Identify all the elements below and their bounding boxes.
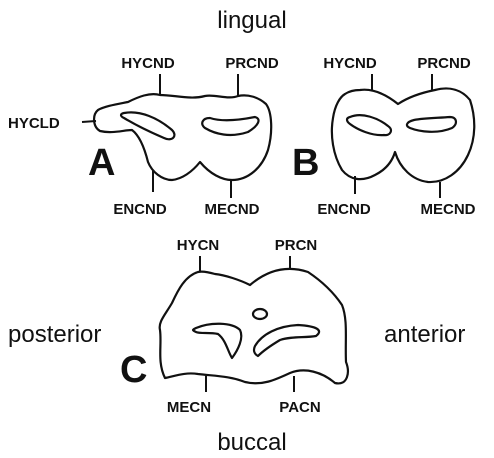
panel-a-fossa-anterior: [202, 117, 258, 135]
panel-a-label-mecnd: MECND: [205, 201, 260, 218]
panel-c-tooth-outline: [160, 269, 348, 383]
panel-a: HYCND PRCND HYCLD ENCND MECND A: [8, 55, 279, 218]
direction-anterior: anterior: [384, 321, 465, 348]
panel-c-label-hycn: HYCN: [177, 237, 220, 254]
direction-posterior: posterior: [8, 321, 101, 348]
panel-c-label-prcn: PRCN: [275, 237, 318, 254]
panel-c-fovea: [253, 309, 267, 319]
panel-b-label-hycnd: HYCND: [323, 55, 377, 72]
panel-a-tooth-outline: [94, 94, 271, 180]
panel-c-label-pacn: PACN: [279, 399, 320, 416]
panel-a-fossa-posterior: [121, 112, 174, 139]
panel-b-letter: B: [292, 142, 319, 184]
panel-c-fossa-posterior: [193, 324, 241, 358]
panel-a-label-hycld: HYCLD: [8, 115, 60, 132]
panel-b-label-prcnd: PRCND: [417, 55, 471, 72]
panel-b-fossa-posterior: [347, 115, 391, 135]
panel-a-label-hycnd: HYCND: [121, 55, 175, 72]
panel-a-label-encnd: ENCND: [113, 201, 167, 218]
panel-c-label-mecn: MECN: [167, 399, 211, 416]
direction-lingual: lingual: [217, 7, 286, 34]
panel-b-tooth-outline: [332, 88, 474, 182]
panel-b-fossa-anterior: [407, 117, 456, 132]
panel-a-letter: A: [88, 142, 115, 184]
panel-a-hycld-leader: [82, 121, 96, 122]
panel-b: HYCND PRCND ENCND MECND B: [292, 55, 476, 218]
panel-c-letter: C: [120, 349, 147, 391]
panel-c: HYCN PRCN MECN PACN C: [120, 237, 348, 416]
panel-a-label-prcnd: PRCND: [225, 55, 279, 72]
panel-b-label-mecnd: MECND: [421, 201, 476, 218]
panel-b-label-encnd: ENCND: [317, 201, 371, 218]
direction-buccal: buccal: [217, 429, 286, 456]
panel-c-fossa-anterior: [254, 325, 319, 356]
